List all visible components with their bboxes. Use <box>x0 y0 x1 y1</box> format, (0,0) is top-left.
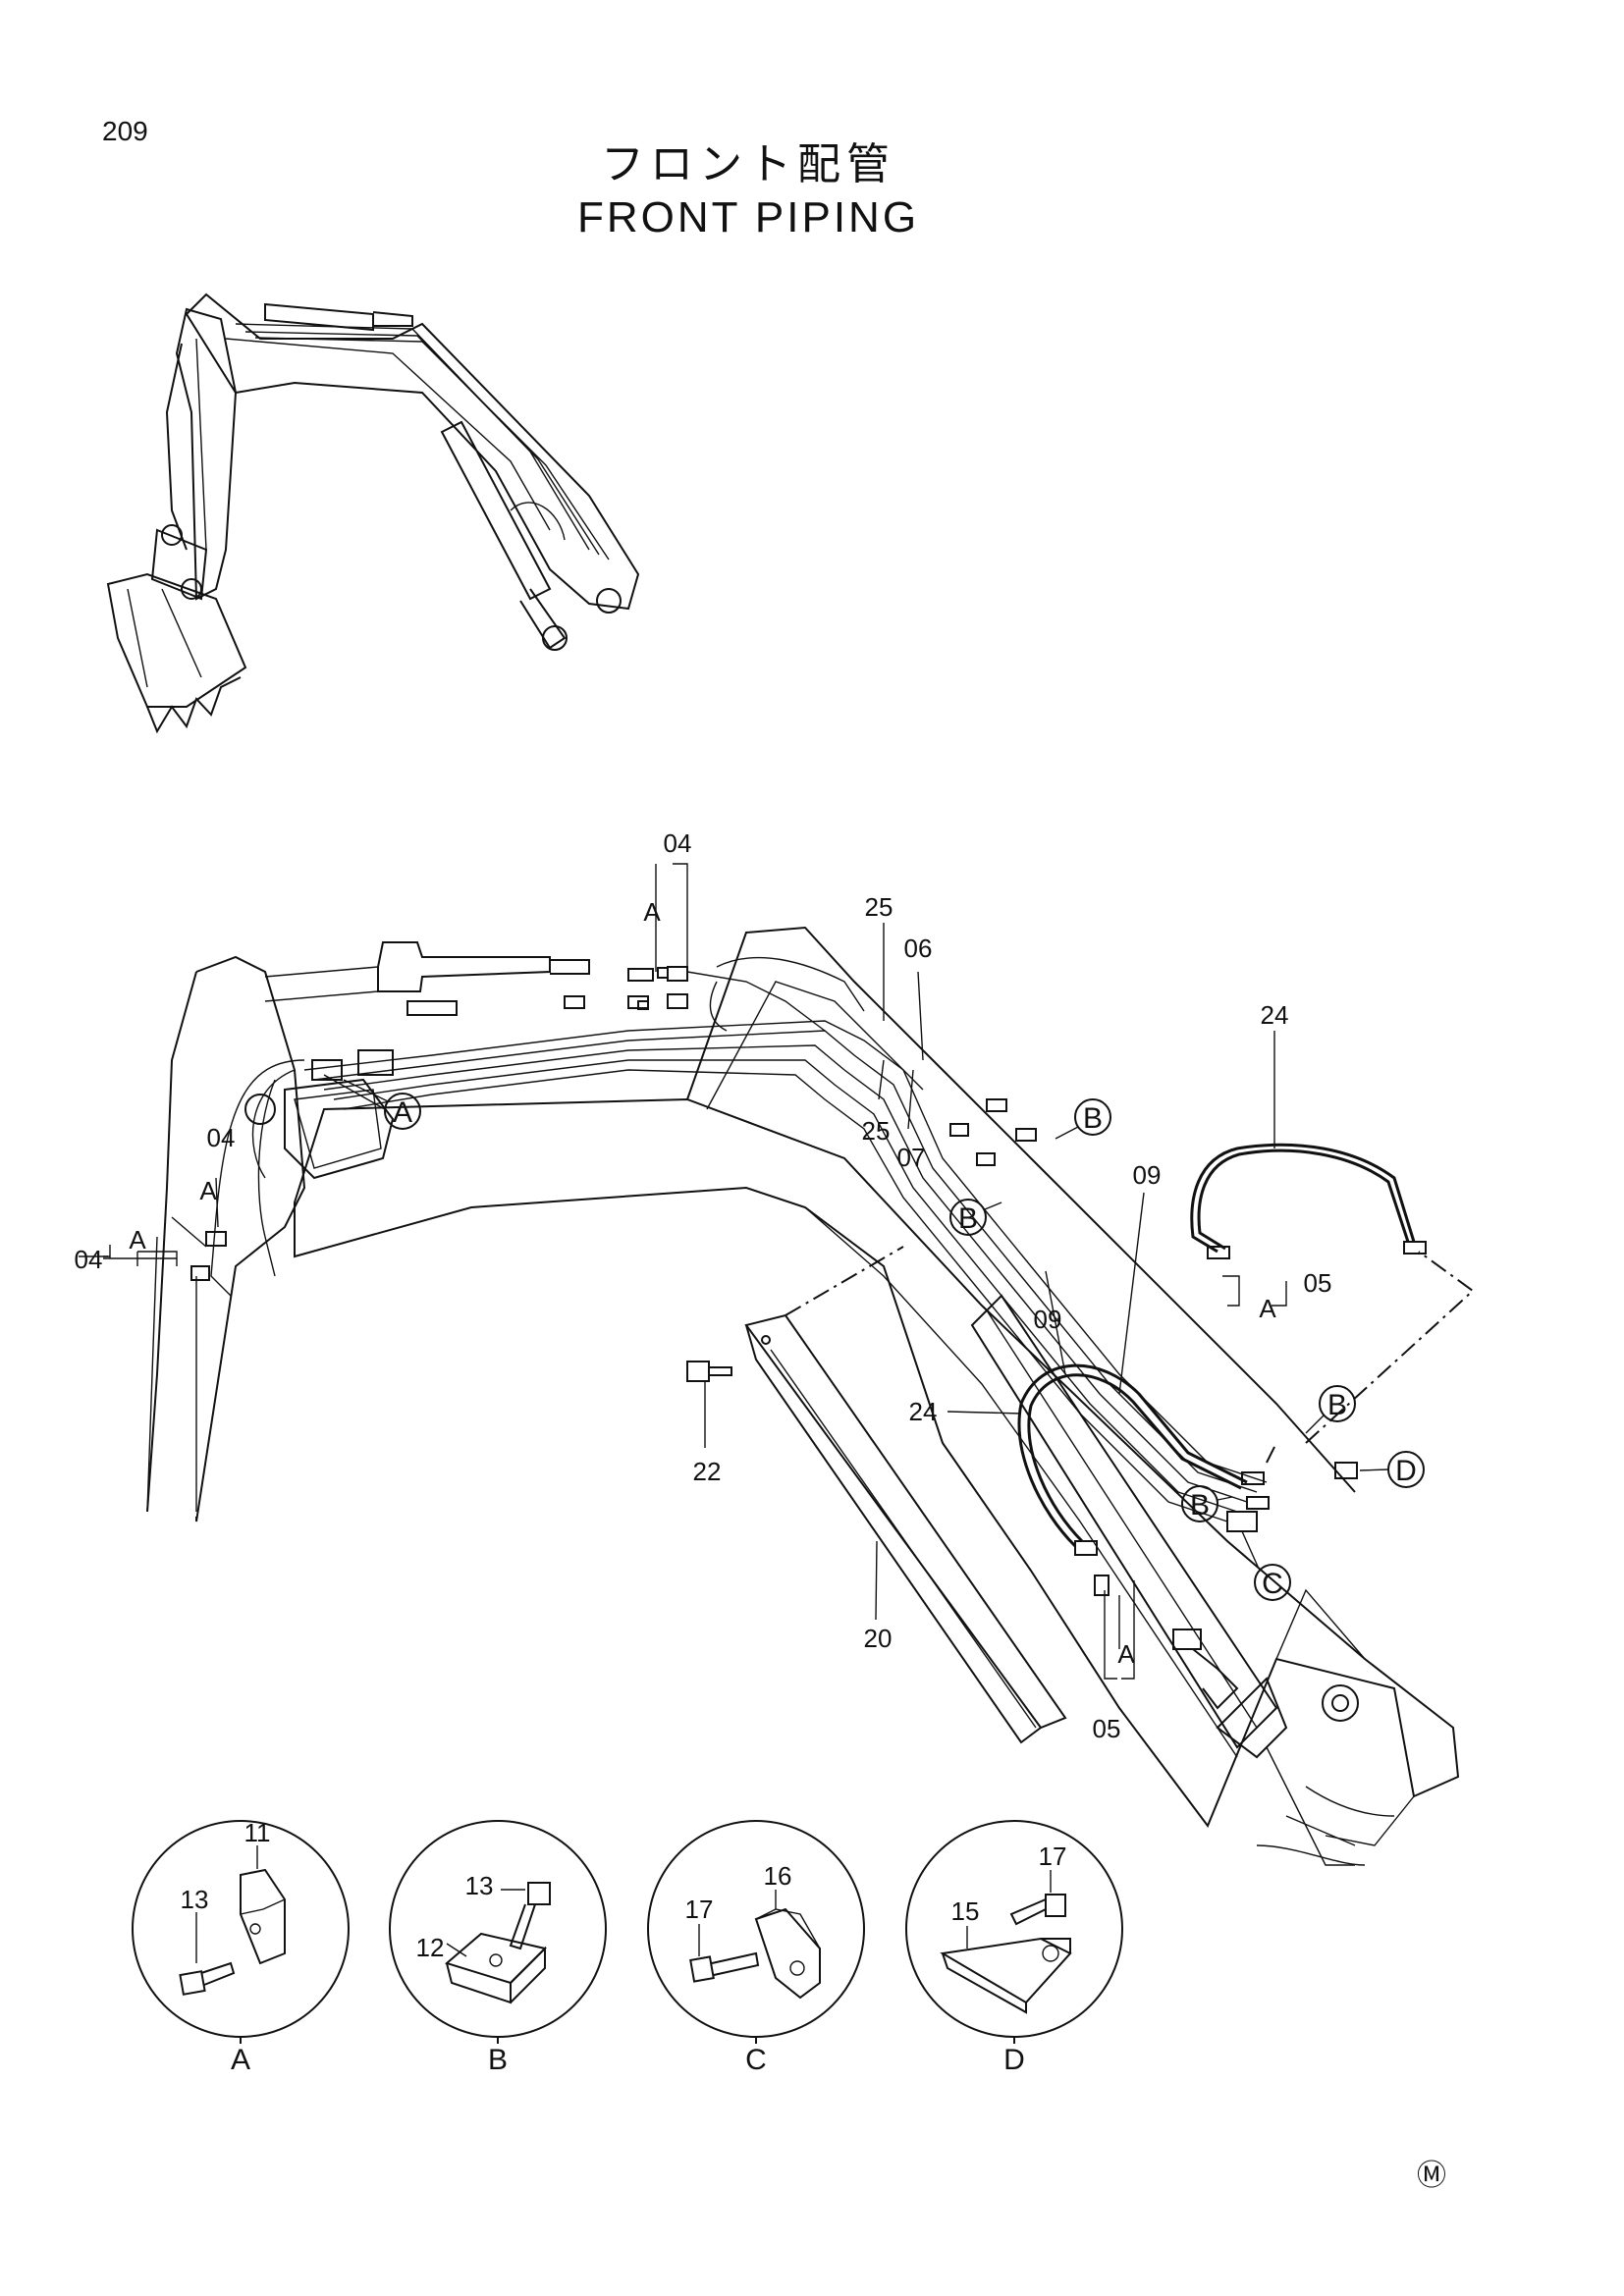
detail-d-part-1: 15 <box>951 1896 980 1926</box>
callout-25-top: 25 <box>865 892 893 922</box>
detail-d-letter: D <box>1003 2044 1025 2076</box>
circle-ref-c: C <box>1241 1530 1291 1601</box>
detail-c-letter: C <box>745 2044 767 2076</box>
circle-ref-b2-label: B <box>958 1202 978 1235</box>
circle-ref-a-label: A <box>393 1096 412 1129</box>
callout-09-mid: 09 <box>1034 1305 1062 1334</box>
detail-c: 17 16 C <box>647 1820 865 2076</box>
ref-a-left2: A <box>129 1225 146 1255</box>
detail-b-part-1: 13 <box>465 1871 494 1900</box>
pipe-bundle <box>210 956 1268 1522</box>
detail-a-part-1: 13 <box>181 1885 209 1914</box>
callout-06: 06 <box>904 934 933 963</box>
detail-a-letter: A <box>231 2044 250 2076</box>
circle-ref-b4-label: B <box>1190 1489 1210 1522</box>
circle-ref-d: D <box>1359 1451 1425 1488</box>
callout-24-mid: 24 <box>909 1397 938 1426</box>
detail-c-part-2: 16 <box>764 1861 792 1891</box>
detail-d: 15 17 D <box>905 1820 1123 2076</box>
ref-a-top: A <box>643 897 661 927</box>
callout-09-right: 09 <box>1133 1160 1162 1190</box>
callout-04-left2: 04 <box>75 1245 103 1274</box>
callout-25-mid: 25 <box>862 1116 891 1146</box>
title-japanese: フロント配管 <box>601 139 895 189</box>
hose-24-upper <box>1190 1143 1416 1254</box>
callout-24-top: 24 <box>1261 1000 1289 1030</box>
callout-04-left1: 04 <box>207 1123 236 1152</box>
callout-leaders <box>79 863 1287 1680</box>
ref-a-left1: A <box>199 1176 217 1205</box>
circle-ref-a: A <box>323 1074 421 1130</box>
bolt-part-22 <box>686 1361 732 1382</box>
maker-mark: Ⓜ <box>1417 2160 1446 2192</box>
cover-part-20 <box>744 1313 1067 1744</box>
page-number: 209 <box>102 116 148 146</box>
callout-07: 07 <box>897 1143 926 1172</box>
detail-a-part-2: 11 <box>244 1818 271 1847</box>
fittings <box>190 966 1427 1710</box>
detail-b-part-2: 12 <box>416 1933 445 1962</box>
overview-front-attachment <box>106 293 640 734</box>
detail-d-part-2: 17 <box>1039 1842 1067 1871</box>
circle-ref-d-label: D <box>1395 1455 1417 1487</box>
circle-ref-b1: B <box>1055 1098 1111 1140</box>
leader-dashes <box>785 1246 1475 1464</box>
callout-05-bottom: 05 <box>1093 1714 1121 1743</box>
circle-ref-b3: B <box>1305 1385 1356 1434</box>
detail-b-letter: B <box>488 2044 508 2076</box>
callout-20: 20 <box>864 1624 893 1653</box>
callout-labels: 04 A 25 06 25 07 24 09 09 05 A 22 24 20 … <box>75 828 1332 1743</box>
callout-05-right: 05 <box>1304 1268 1332 1298</box>
ref-a-right: A <box>1259 1294 1276 1323</box>
circle-ref-c-label: C <box>1262 1568 1283 1600</box>
title-block: フロント配管 FRONT PIPING <box>0 137 1624 243</box>
circle-ref-b2: B <box>949 1199 1002 1236</box>
circle-ref-b3-label: B <box>1327 1389 1347 1421</box>
circle-ref-b4: B <box>1181 1485 1233 1522</box>
detail-b: 13 12 B <box>389 1820 607 2076</box>
ref-a-bottom: A <box>1117 1639 1135 1669</box>
circle-ref-b1-label: B <box>1083 1102 1103 1135</box>
callout-22: 22 <box>693 1457 722 1486</box>
hose-24-lower <box>1017 1363 1248 1548</box>
detail-c-part-1: 17 <box>685 1895 714 1924</box>
callout-04-top: 04 <box>664 828 692 858</box>
title-english: FRONT PIPING <box>576 193 920 241</box>
detail-a: 13 11 A <box>132 1818 350 2076</box>
